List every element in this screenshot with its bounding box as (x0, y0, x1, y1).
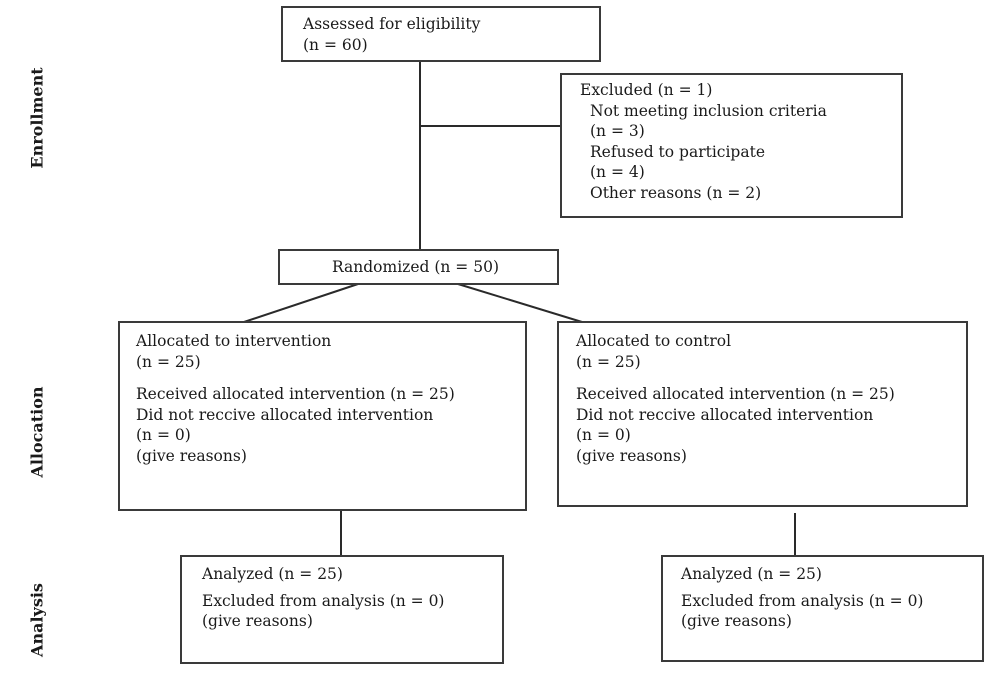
analysis-intervention-analyzed: Analyzed (n = 25) (202, 565, 343, 583)
intervention-count: (n = 25) (136, 352, 201, 371)
analysis-intervention-box: Analyzed (n = 25) Excluded from analysis… (180, 555, 504, 664)
excluded-item: (n = 3) (590, 122, 645, 140)
control-title: Allocated to control (576, 332, 732, 350)
phase-label-enrollment: Enrollment (27, 67, 47, 169)
analysis-control-box: Analyzed (n = 25) Excluded from analysis… (661, 555, 984, 662)
intervention-received: Received allocated intervention (n = 25) (136, 385, 455, 403)
assessed-count: (n = 60) (303, 35, 368, 54)
analysis-control-analyzed: Analyzed (n = 25) (681, 565, 822, 583)
intervention-not-received: Did not reccive allocated intervention (136, 405, 434, 424)
assessed-label: Assessed for eligibility (303, 15, 481, 33)
analysis-control-reasons: (give reasons) (681, 612, 792, 630)
excluded-item: Other reasons (n = 2) (590, 183, 762, 202)
control-received: Received allocated intervention (n = 25) (576, 385, 895, 403)
randomized-box: Randomized (n = 50) (278, 249, 559, 285)
allocation-control-box: Allocated to control (n = 25) Received a… (557, 321, 968, 507)
excluded-box: Excluded (n = 1) Not meeting inclusion c… (560, 73, 903, 218)
phase-label-allocation: Allocation (27, 386, 47, 478)
phase-label-analysis: Analysis (27, 583, 47, 657)
analysis-intervention-reasons: (give reasons) (202, 612, 313, 630)
excluded-item: Refused to participate (590, 142, 765, 161)
excluded-item: Not meeting inclusion criteria (590, 101, 827, 120)
control-count: (n = 25) (576, 352, 641, 371)
intervention-not-received-count: (n = 0) (136, 426, 191, 444)
analysis-control-excluded: Excluded from analysis (n = 0) (681, 591, 924, 610)
analysis-intervention-excluded: Excluded from analysis (n = 0) (202, 591, 445, 610)
assessed-box: Assessed for eligibility (n = 60) (281, 6, 601, 62)
excluded-item: (n = 4) (590, 163, 645, 181)
allocation-intervention-box: Allocated to intervention (n = 25) Recei… (118, 321, 527, 511)
intervention-title: Allocated to intervention (136, 332, 332, 350)
control-not-received-count: (n = 0) (576, 426, 631, 444)
excluded-title: Excluded (n = 1) (580, 81, 713, 99)
intervention-reasons: (give reasons) (136, 446, 247, 465)
connector-randomized-to-intervention (243, 283, 359, 323)
connector-randomized-to-control (457, 283, 583, 323)
randomized-label: Randomized (n = 50) (332, 258, 499, 276)
control-not-received: Did not reccive allocated intervention (576, 405, 874, 424)
control-reasons: (give reasons) (576, 446, 687, 465)
